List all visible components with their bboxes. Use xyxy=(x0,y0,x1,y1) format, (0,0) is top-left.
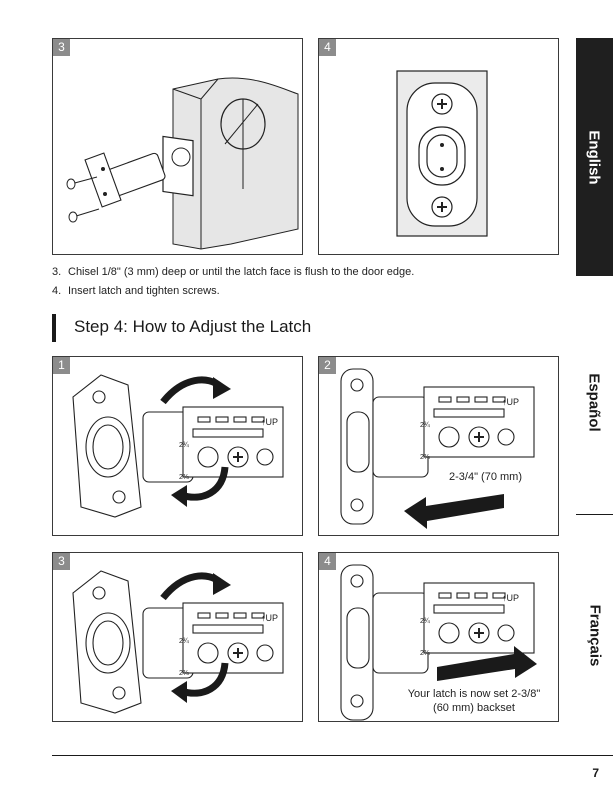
size-mark: 2⅜ xyxy=(179,474,189,481)
rotate-arrow-icon xyxy=(163,576,221,598)
latch-bolt xyxy=(347,608,369,668)
latch-bolt xyxy=(347,412,369,472)
arrowhead-icon xyxy=(171,485,187,507)
instruction-4: 4.Insert latch and tighten screws. xyxy=(52,285,220,297)
up-label: ↑UP xyxy=(502,397,519,407)
screw-hole xyxy=(93,391,105,403)
tab-english[interactable]: English xyxy=(576,38,613,276)
tab-espanol[interactable]: Español xyxy=(576,290,613,515)
final-backset-caption: Your latch is now set 2-3/8" (60 mm) bac… xyxy=(389,687,559,715)
step-heading-bar xyxy=(52,314,56,342)
screw-hole xyxy=(351,499,363,511)
arrow-right-icon xyxy=(437,646,537,686)
up-label: ↑UP xyxy=(502,593,519,603)
rotate-arrow-icon xyxy=(163,380,221,402)
panel-install-latch: 3 xyxy=(52,38,303,255)
backset-caption: 2-3/4" (70 mm) xyxy=(449,470,522,484)
size-mark: 2¾ xyxy=(179,442,189,449)
screw-hole xyxy=(351,695,363,707)
panel-strike-plate: 4 xyxy=(318,38,559,255)
page-number: 7 xyxy=(592,766,599,780)
arrow-left-icon xyxy=(404,489,504,529)
up-label: ↑UP xyxy=(261,613,278,623)
screw-hole xyxy=(351,575,363,587)
arrowhead-icon xyxy=(213,573,231,595)
screw-hole xyxy=(113,491,125,503)
step-title: Step 4: How to Adjust the Latch xyxy=(74,317,311,337)
screw-hole xyxy=(113,687,125,699)
size-mark: 2¾ xyxy=(420,618,430,625)
latch-rotate-back-illustration: ↑UP 2⅜ 2¾ xyxy=(53,553,304,723)
size-mark: 2⅜ xyxy=(420,650,430,657)
latch-rotate-illustration: ↑UP 2⅜ 2¾ xyxy=(53,357,304,537)
strike-plate-illustration xyxy=(319,39,560,256)
instruction-3: 3.Chisel 1/8" (3 mm) deep or until the l… xyxy=(52,266,414,278)
size-mark: 2¾ xyxy=(179,638,189,645)
size-mark: 2⅜ xyxy=(420,454,430,461)
up-label: ↑UP xyxy=(261,417,278,427)
size-mark: 2⅜ xyxy=(179,670,189,677)
screw-hole xyxy=(351,379,363,391)
size-mark: 2¾ xyxy=(420,422,430,429)
arrowhead-icon xyxy=(213,377,231,399)
tab-francais[interactable]: Français xyxy=(576,530,613,740)
install-latch-illustration xyxy=(53,39,304,256)
screw-hole xyxy=(93,587,105,599)
footer-rule xyxy=(52,755,613,756)
arrowhead-icon xyxy=(171,681,187,703)
